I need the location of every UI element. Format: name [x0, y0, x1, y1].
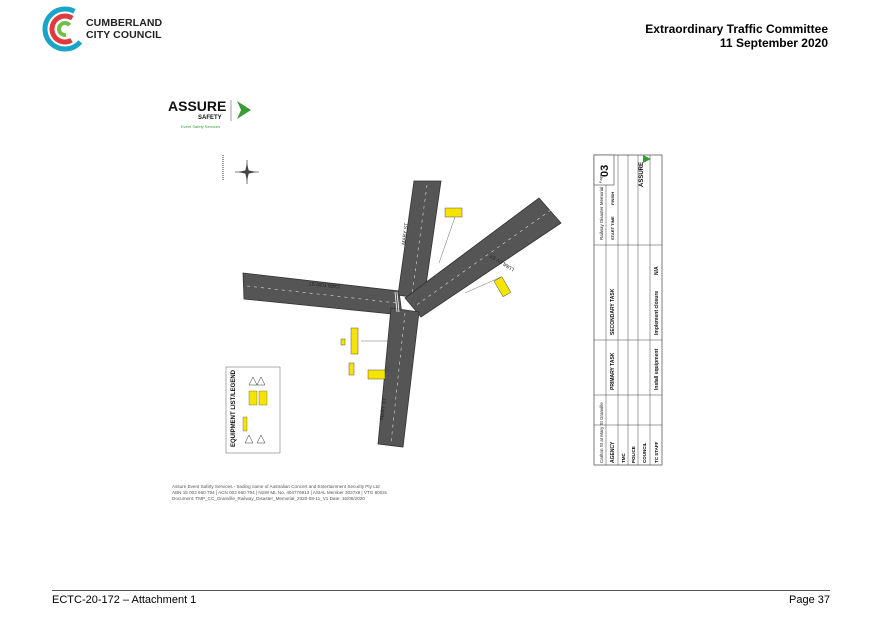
footer-divider [52, 590, 830, 591]
row-start-tc-staff: N/A [654, 266, 660, 275]
title-block-chevron-icon [643, 155, 651, 163]
legal-line: ABN 15 002 660 794 | ACN 002 660 794 | N… [172, 490, 388, 495]
plan-event: Railway Disaster Memorial [599, 187, 604, 240]
assure-brand-name: ASSURE [168, 98, 226, 114]
legal-line: Document: TMP_CC_Granville_Railway_Disas… [172, 496, 365, 501]
plan-location: Carlton St at Mary St Granville [599, 402, 604, 463]
traffic-plan-sheet: ASSURE SAFETY Event Safety Services [165, 95, 685, 515]
sheet-number: 03 [599, 165, 611, 177]
council-logo-icon [42, 6, 88, 52]
legend-title: EQUIPMENT LIST/LEGEND [231, 369, 237, 447]
col-finish: FINISH [610, 192, 615, 205]
traffic-sign [350, 327, 359, 355]
council-name-line2: CITY COUNCIL [86, 29, 162, 41]
col-start: START TIME [610, 216, 615, 240]
plan-title-block: 03 Page Carlton St at Mary St Granville … [593, 154, 663, 466]
col-agency: AGENCY [610, 441, 616, 463]
col-secondary: SECONDARY TASK [610, 288, 616, 335]
street-label-carlton: CARLTON ST [308, 280, 340, 289]
assure-brand-sub: SAFETY [198, 115, 222, 121]
title-block-brand: ASSURE [639, 162, 645, 187]
council-logo: CUMBERLAND CITY COUNCIL [42, 6, 182, 52]
street-label-mary-south: MARY ST [379, 398, 388, 421]
row-agency-police: POLICE [631, 446, 636, 463]
council-name-line1: CUMBERLAND [86, 17, 163, 29]
row-secondary-tc-staff: Implement closure [654, 291, 660, 335]
plan-legal-text: Assure Event Safety Services - trading n… [172, 484, 432, 502]
traffic-sign [367, 369, 386, 380]
sheet-label: Page [599, 175, 603, 183]
assure-chevron-icon [237, 101, 251, 119]
col-primary: PRIMARY TASK [610, 352, 616, 390]
assure-tagline: Event Safety Services [181, 124, 220, 129]
traffic-plan-drawing: ASSURE SAFETY Event Safety Services [168, 98, 663, 466]
street-label-mary-north: MARY ST [401, 223, 410, 246]
row-agency-tmc: TMC [621, 453, 626, 463]
legal-line: Assure Event Safety Services - trading n… [172, 484, 380, 489]
legend-items [242, 376, 268, 444]
north-arrow-icon [235, 160, 259, 184]
footer-page-number: Page 37 [789, 594, 830, 606]
traffic-sign [348, 362, 355, 376]
row-agency-tc-staff: TC STAFF [654, 441, 659, 463]
traffic-sign [493, 276, 512, 298]
row-agency-council: COUNCIL [642, 442, 647, 463]
traffic-sign-group [340, 207, 512, 380]
meeting-title: Extraordinary Traffic Committee [645, 22, 828, 36]
row-primary-tc-staff: Install equipment [654, 349, 660, 390]
footer-reference: ECTC-20-172 – Attachment 1 [52, 594, 197, 606]
legend-box [225, 366, 281, 454]
traffic-sign [444, 207, 463, 218]
traffic-sign [340, 338, 346, 346]
meeting-date: 11 September 2020 [719, 36, 828, 50]
